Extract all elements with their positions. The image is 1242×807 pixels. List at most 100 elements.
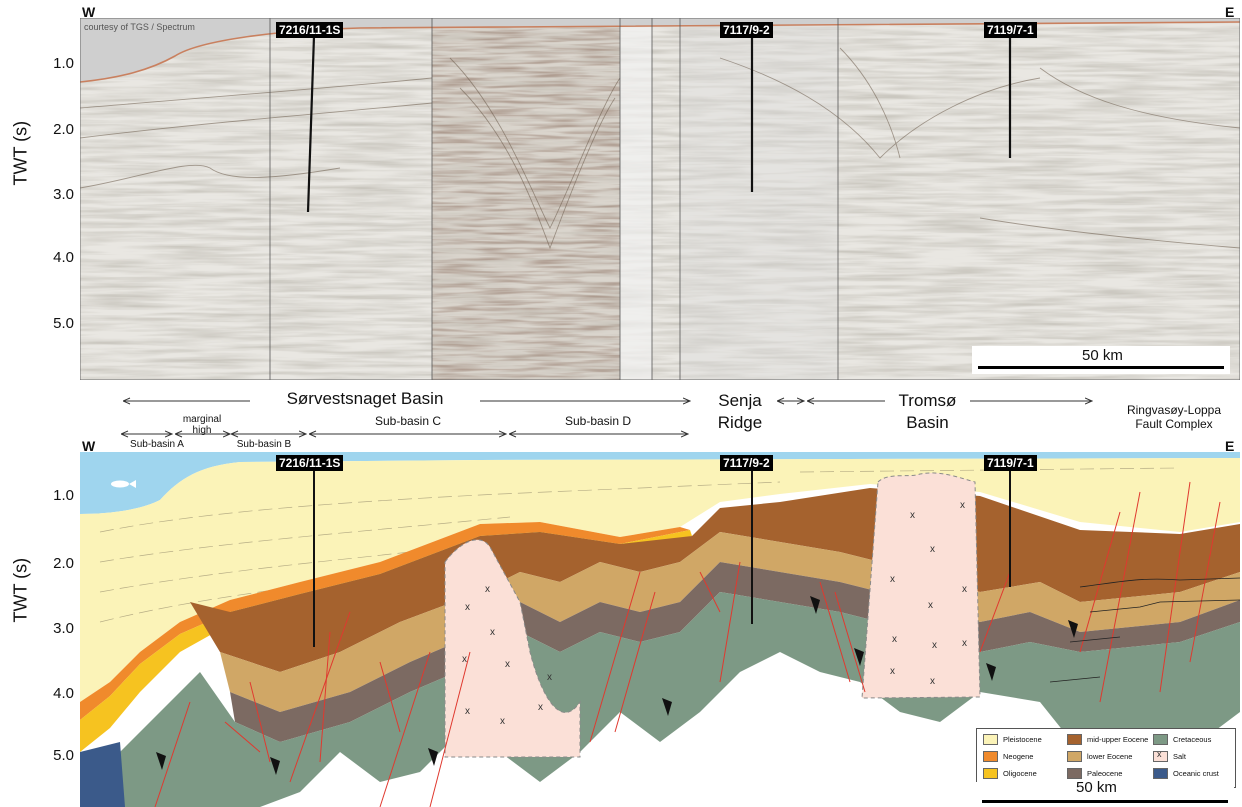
data-credit: courtesy of TGS / Spectrum — [84, 22, 195, 32]
bottom-well-label-7216: 7216/11-1S — [276, 455, 344, 471]
svg-text:x: x — [465, 602, 470, 613]
legend-swatch — [1067, 734, 1082, 745]
well-track-7216-top — [306, 35, 316, 213]
legend-item-lower-eocene: lower Eocene — [1067, 751, 1132, 762]
fault-arrow-1 — [156, 752, 166, 770]
top-west-label: W — [82, 4, 96, 20]
top-well-label-7117: 7117/9-2 — [720, 22, 773, 38]
top-tick-4: 4.0 — [53, 249, 74, 266]
bottom-tick-4: 4.0 — [53, 685, 74, 702]
legend-swatch — [1067, 751, 1082, 762]
salt-diapir-1 — [444, 539, 581, 758]
legend-label: mid-upper Eocene — [1087, 735, 1149, 744]
legend-swatch — [983, 768, 998, 779]
top-tick-5: 5.0 — [53, 315, 74, 332]
legend-item-pleistocene: Pleistocene — [983, 734, 1042, 745]
svg-text:x: x — [910, 510, 915, 521]
bottom-tick-3: 3.0 — [53, 620, 74, 637]
legend-item-paleocene: Paleocene — [1067, 768, 1122, 779]
bottom-scale-bar: 50 km — [976, 779, 1234, 806]
legend-label: Paleocene — [1087, 769, 1123, 778]
top-scale-line — [978, 366, 1224, 369]
bottom-east-label: E — [1225, 438, 1235, 454]
top-tick-3: 3.0 — [53, 186, 74, 203]
fault-arrow-7 — [986, 663, 996, 681]
bottom-west-label: W — [82, 438, 96, 454]
svg-text:x: x — [462, 654, 467, 665]
top-tick-1: 1.0 — [53, 55, 74, 72]
fish-icon — [111, 480, 136, 488]
legend-label: Cretaceous — [1173, 735, 1212, 744]
svg-text:x: x — [930, 676, 935, 687]
salt-diapir-2 — [861, 472, 981, 699]
svg-text:x: x — [490, 627, 495, 638]
bottom-scale-label: 50 km — [1076, 779, 1117, 796]
svg-text:x: x — [928, 600, 933, 611]
svg-text:x: x — [962, 638, 967, 649]
svg-text:x: x — [485, 584, 490, 595]
svg-text:x: x — [547, 672, 552, 683]
legend-swatch — [983, 751, 998, 762]
top-tick-2: 2.0 — [53, 121, 74, 138]
region-tromso-basin-line1: Tromsø — [898, 391, 957, 410]
top-well-label-7216: 7216/11-1S — [276, 22, 344, 38]
svg-text:x: x — [890, 666, 895, 677]
svg-text:x: x — [505, 659, 510, 670]
fault-arrow-2 — [270, 757, 280, 775]
label-sub-basin-b: Sub-basin B — [236, 439, 292, 450]
legend-label: lower Eocene — [1087, 752, 1133, 761]
bottom-well-label-7119: 7119/7-1 — [984, 455, 1037, 471]
region-senja-ridge-line2: Ridge — [717, 413, 763, 432]
label-marginal-high-line2: high — [192, 425, 212, 436]
legend-item-oligocene: Oligocene — [983, 768, 1037, 779]
label-sub-basin-d: Sub-basin D — [564, 414, 632, 428]
legend-swatch — [1067, 768, 1082, 779]
top-well-label-7119: 7119/7-1 — [984, 22, 1037, 38]
top-east-label: E — [1225, 4, 1235, 20]
legend-item-oceanic-crust: Oceanic crust — [1153, 768, 1219, 779]
svg-text:x: x — [930, 544, 935, 555]
geologic-cross-section: x x x x x x x x x x x x x x x x x x x x — [80, 452, 1240, 807]
svg-text:x: x — [538, 702, 543, 713]
fault-arrow-3 — [428, 748, 438, 766]
bottom-well-label-7117: 7117/9-2 — [720, 455, 773, 471]
top-scale-label: 50 km — [1082, 347, 1123, 364]
label-marginal-high-line1: marginal — [182, 414, 222, 425]
region-sorvestsnaget-basin: Sørvestsnaget Basin — [286, 389, 444, 408]
label-sub-basin-c: Sub-basin C — [374, 414, 442, 428]
svg-text:x: x — [892, 634, 897, 645]
top-scale-bar: 50 km — [972, 346, 1230, 374]
legend-swatch — [1153, 768, 1168, 779]
svg-text:x: x — [960, 500, 965, 511]
bottom-tick-2: 2.0 — [53, 555, 74, 572]
svg-text:x: x — [962, 584, 967, 595]
legend-box: Pleistocene Neogene Oligocene mid-upper … — [976, 728, 1236, 788]
fault-arrow-4 — [662, 698, 672, 716]
legend-item-cretaceous: Cretaceous — [1153, 734, 1211, 745]
region-ringvasoy-line1: Ringvasøy-Loppa — [1126, 403, 1222, 417]
legend-swatch-salt: x — [1153, 749, 1168, 762]
legend-item-mid-upper-eocene: mid-upper Eocene — [1067, 734, 1148, 745]
fault-arrow-6 — [854, 648, 864, 666]
bottom-tick-5: 5.0 — [53, 747, 74, 764]
svg-text:x: x — [890, 574, 895, 585]
seismic-section-image — [80, 18, 1240, 380]
region-tromso-basin-line2: Basin — [906, 413, 949, 432]
legend-item-neogene: Neogene — [983, 751, 1033, 762]
legend-label: Pleistocene — [1003, 735, 1042, 744]
label-sub-basin-a: Sub-basin A — [130, 439, 184, 450]
region-arrows — [0, 385, 1242, 445]
legend-label: Oligocene — [1003, 769, 1037, 778]
region-senja-ridge-line1: Senja — [718, 391, 762, 410]
legend-swatch — [1153, 734, 1168, 745]
svg-text:x: x — [500, 716, 505, 727]
svg-text:x: x — [932, 640, 937, 651]
fault-arrow-5 — [810, 596, 820, 614]
legend-label: Neogene — [1003, 752, 1034, 761]
region-ringvasoy-line2: Fault Complex — [1135, 417, 1213, 431]
fault-arrow-8 — [1068, 620, 1078, 638]
bottom-tick-1: 1.0 — [53, 487, 74, 504]
svg-text:x: x — [465, 706, 470, 717]
legend-swatch — [983, 734, 998, 745]
